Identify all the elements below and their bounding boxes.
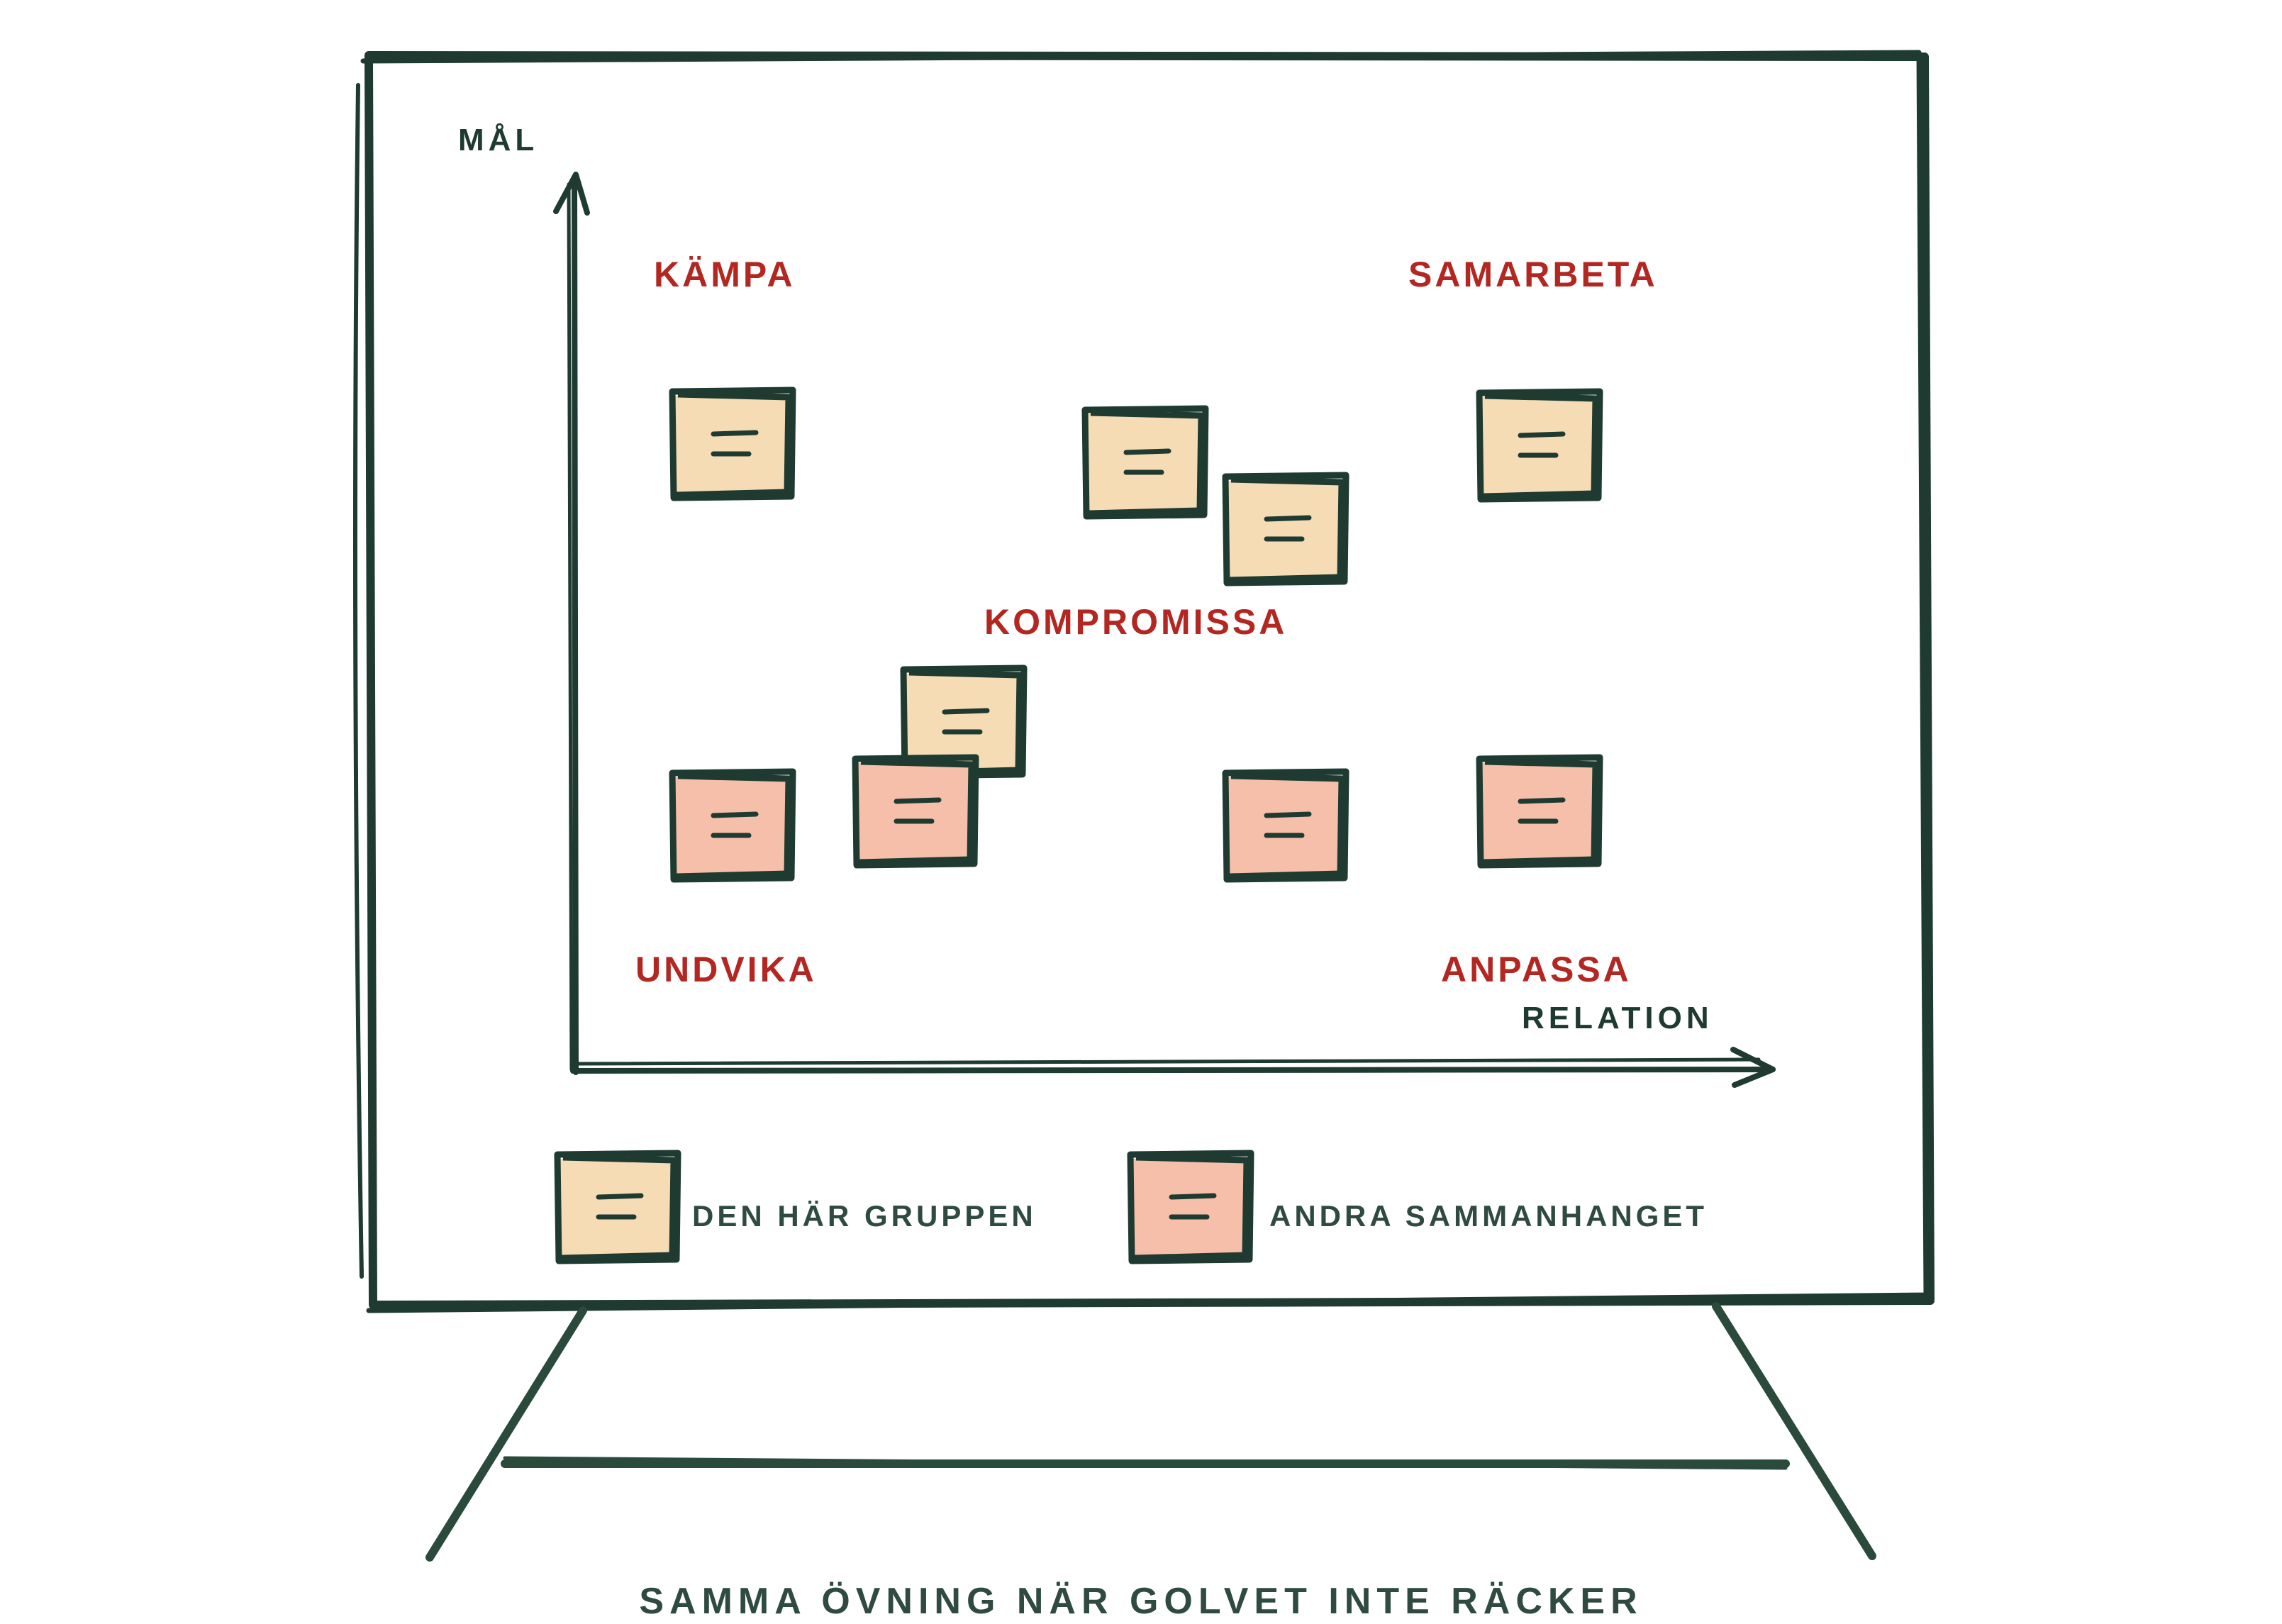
legend-swatch-other-context <box>1127 1150 1254 1264</box>
legend-label-other-context: ANDRA SAMMANHANGET <box>1269 1199 1708 1233</box>
quadrant-label-center: KOMPROMISSA <box>984 602 1288 642</box>
whiteboard-frame <box>353 50 1935 1313</box>
sticky-note-this-group <box>669 386 796 501</box>
quadrant-label-bottom-left: UNDVIKA <box>635 950 817 989</box>
x-axis-label: RELATION <box>1522 1001 1713 1035</box>
quadrant-label-bottom-right: ANPASSA <box>1441 950 1632 989</box>
quadrant-label-top-right: SAMARBETA <box>1408 255 1658 294</box>
sticky-note-other-context <box>1222 768 1349 883</box>
whiteboard-stand <box>425 1302 1876 1562</box>
sticky-note-this-group <box>1081 405 1209 520</box>
sticky-note-this-group <box>1476 388 1603 503</box>
y-axis-arrow <box>553 172 590 1075</box>
caption: SAMMA ÖVNING NÄR GOLVET INTE RÄCKER <box>639 1581 1643 1622</box>
x-axis-arrow <box>570 1047 1776 1088</box>
sticky-note-this-group <box>1222 472 1349 586</box>
legend-swatch-this-group <box>554 1150 681 1264</box>
quadrant-label-top-left: KÄMPA <box>654 255 796 294</box>
legend-label-this-group: DEN HÄR GRUPPEN <box>692 1199 1037 1233</box>
sticky-note-other-context <box>669 768 796 883</box>
sticky-note-other-context <box>1476 754 1603 869</box>
sticky-note-other-context <box>852 754 979 869</box>
y-axis-label: MÅL <box>458 123 539 157</box>
